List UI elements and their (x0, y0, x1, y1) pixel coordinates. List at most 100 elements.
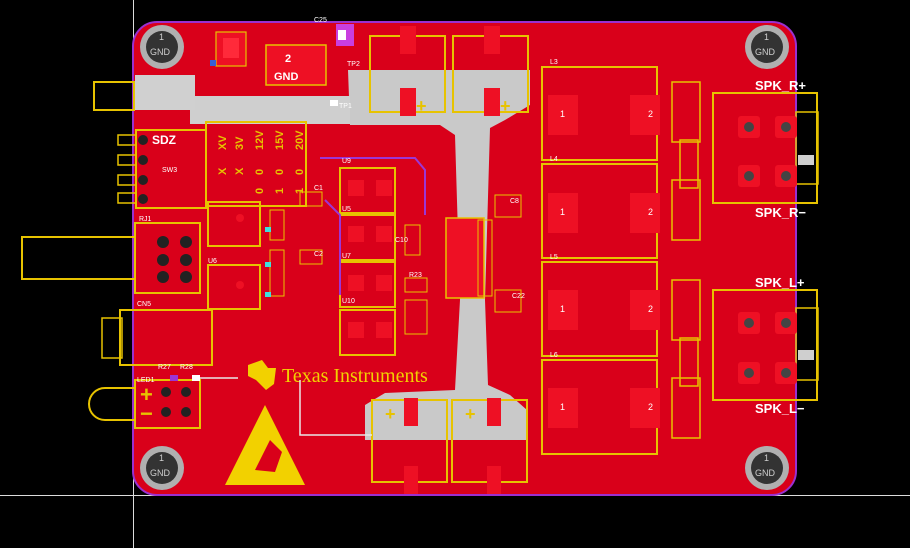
spk-r-plus-label: SPK_R+ (755, 78, 806, 93)
smd-cyan-1 (265, 227, 271, 232)
booster-u10-pad-b (376, 322, 392, 338)
led1-label: LED1 (137, 377, 155, 384)
mount-hole-bl-pin: 1 (159, 453, 164, 463)
mount-hole-bottom-left: GND 1 (140, 446, 184, 490)
dip-row-12v: 12V (254, 130, 266, 150)
header-hole-1 (138, 135, 148, 145)
trace-purple-1 (320, 157, 426, 215)
filter-cap-r-bot (671, 179, 701, 241)
gnd-pad-number: 2 (285, 53, 291, 65)
smd-cyan-2 (265, 262, 271, 267)
header-pin-1 (117, 134, 137, 146)
dip-b-3: 1 (274, 188, 286, 194)
ground-pour-left (190, 96, 350, 124)
dip-table-text: XV 3V 12V 15V 20V X X 0 0 0 0 1 1 (217, 130, 306, 194)
dip-a-2: 0 (254, 169, 266, 175)
gnd-pad (265, 44, 327, 86)
speaker-terminal-right (712, 92, 819, 204)
dip-b-4: 1 (294, 188, 306, 194)
mount-hole-top-left: GND 1 (140, 25, 184, 69)
esd-warning-hand (255, 440, 282, 472)
inductor-l4-label: L4 (550, 156, 558, 163)
cap-bot-2-plus: + (465, 404, 476, 424)
booster-u10-outline (339, 309, 396, 356)
dip-a-3: 0 (274, 169, 286, 175)
mount-hole-tr-pin: 1 (764, 32, 769, 42)
refdes-c22: C22 (512, 293, 525, 300)
header-pin-2 (117, 154, 137, 166)
rj1-hole-f (180, 271, 192, 283)
refdes-c8: C8 (510, 198, 519, 205)
cn5-label: CN5 (137, 301, 151, 308)
spk-l-minus-label: SPK_L− (755, 401, 805, 416)
filter-cap-l-bot (671, 377, 701, 439)
dip-row-3v: 3V (234, 136, 246, 150)
inductor-l4-pad-2: 2 (648, 207, 653, 217)
u5-pin (236, 214, 244, 222)
brand-text: Texas Instruments (282, 365, 428, 387)
tp1-pad (330, 100, 338, 106)
inductor-l4-pad-1: 1 (560, 207, 565, 217)
dip-row-15v: 15V (274, 130, 286, 150)
refdes-c10: C10 (395, 237, 408, 244)
cap-top-1-pad-b (400, 88, 416, 116)
refdes-r23: R23 (409, 272, 422, 279)
dip-b-2: 0 (254, 188, 266, 194)
power-minus-sign: − (140, 401, 153, 426)
cap-bot-2-pad-b (487, 466, 501, 494)
filter-cap-r-mid (679, 139, 699, 189)
dip-a-0: X (217, 167, 229, 175)
inductor-l3-pad-1: 1 (560, 109, 565, 119)
spk-r-minus-label: SPK_R− (755, 205, 806, 220)
booster-u7-pad-b (376, 180, 392, 196)
mount-hole-top-right: GND 1 (745, 25, 789, 69)
cap-bot-1-pad-b (404, 466, 418, 494)
rj1-plug-outline (21, 236, 136, 280)
cn5-outline (119, 309, 213, 366)
inductor-l4: L4 1 2 (541, 156, 660, 259)
inductor-l6-pad-2: 2 (648, 402, 653, 412)
refdes-r27: R27 (158, 364, 171, 371)
mount-hole-tr-gnd: GND (755, 47, 776, 57)
power-hole-3 (161, 407, 171, 417)
rj1-hole-d (180, 254, 192, 266)
mount-hole-tl-pin: 1 (159, 32, 164, 42)
dip-table-outline (205, 121, 307, 207)
inductor-l6: L6 1 2 (541, 352, 660, 455)
refdes-r28: R28 (180, 364, 193, 371)
spk-l-plus-label: SPK_L+ (755, 275, 805, 290)
led-indicator-2 (192, 375, 200, 381)
trace-purple-2 (324, 199, 341, 295)
refdes-u6: U6 (208, 258, 217, 265)
power-terminal-outline (134, 379, 201, 429)
refdes-c2: C2 (314, 251, 323, 258)
refdes-u10: U10 (342, 298, 355, 305)
ground-pour-center (348, 70, 530, 440)
inductor-l5-pad-2: 2 (648, 304, 653, 314)
booster-u8-pad-a (348, 226, 364, 242)
dip-a-4: 0 (294, 169, 306, 175)
header-hole-2 (138, 155, 148, 165)
ti-logo-icon (248, 360, 276, 390)
gnd-pad-label: GND (274, 71, 299, 83)
booster-u10-pad-a (348, 322, 364, 338)
inductor-l3-pad-2: 2 (648, 109, 653, 119)
smd-blue-1 (210, 60, 216, 66)
rj1-hole-b (180, 236, 192, 248)
power-hole-2 (181, 387, 191, 397)
cap-top-1-plus: + (416, 96, 427, 116)
rj1-hole-e (157, 271, 169, 283)
header-pin-3 (117, 174, 137, 186)
inductor-l5-pad-1: 1 (560, 304, 565, 314)
booster-u8-pad-b (376, 226, 392, 242)
filter-cap-r-top (671, 81, 701, 143)
cap-bot-2-pad (487, 398, 501, 426)
cap-bot-1-pad (404, 398, 418, 426)
cap-top-2-pad-b (484, 88, 500, 116)
refdes-u9: U9 (342, 158, 351, 165)
header-hole-4 (138, 194, 148, 204)
inductor-l6-label: L6 (550, 352, 558, 359)
header-pin-4 (117, 192, 137, 204)
power-hole-1 (161, 387, 171, 397)
